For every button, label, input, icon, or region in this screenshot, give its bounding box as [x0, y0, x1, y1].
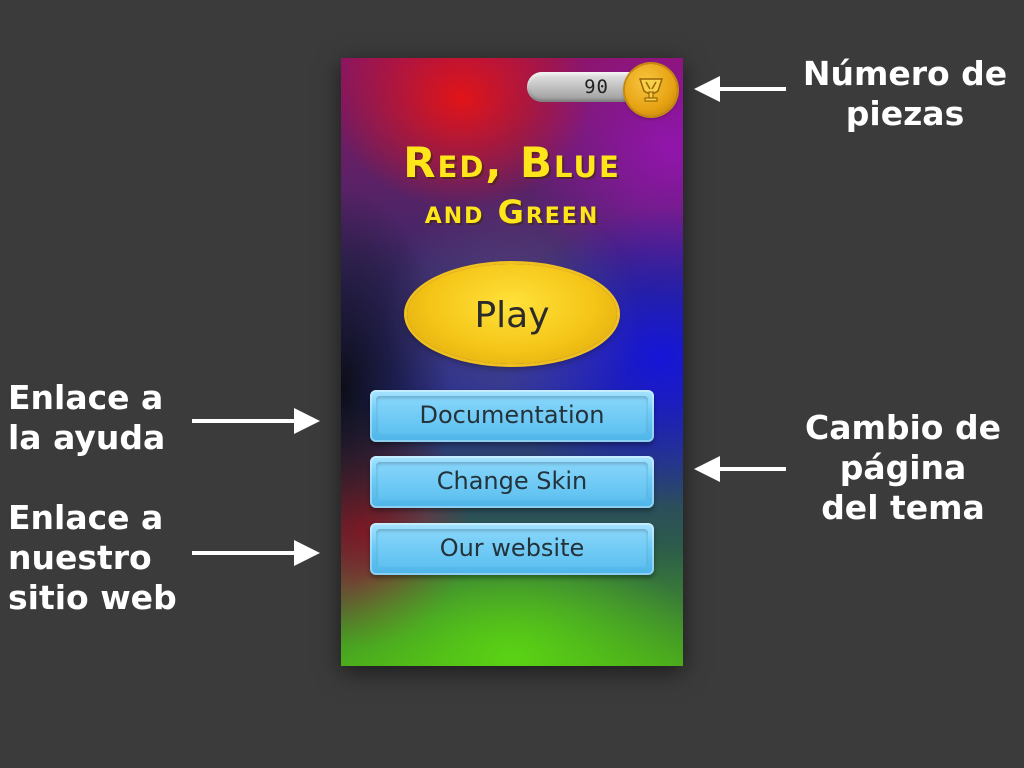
annotation-coin-line2: piezas	[845, 94, 965, 133]
game-screen: 90 Red, Blue and Green Play Documentatio…	[341, 58, 683, 666]
play-button[interactable]: Play	[407, 264, 617, 364]
documentation-button-face[interactable]: Documentation	[376, 396, 648, 434]
annotation-skin-line3: del tema	[821, 488, 985, 527]
documentation-button-label: Documentation	[419, 401, 605, 429]
arrow-left-icon	[694, 76, 786, 102]
annotation-website-line1: Enlace a	[8, 498, 164, 537]
change-skin-button-face[interactable]: Change Skin	[376, 462, 648, 500]
arrow-right-icon	[192, 408, 320, 434]
change-skin-button[interactable]: Change Skin	[370, 456, 654, 508]
annotation-coin-line1: Número de	[802, 54, 1008, 93]
arrow-left-icon	[694, 456, 786, 482]
annotation-skin-line2: página	[839, 448, 967, 487]
website-button[interactable]: Our website	[370, 523, 654, 575]
annotation-help-line1: Enlace a	[8, 378, 164, 417]
coin-count: 90	[584, 76, 609, 98]
annotation-website-line2: nuestro	[8, 538, 152, 577]
annotation-change-skin: Cambio de página del tema	[796, 408, 1010, 528]
play-button-label: Play	[474, 294, 550, 336]
change-skin-button-label: Change Skin	[436, 467, 588, 495]
annotation-help-link: Enlace a la ayuda	[8, 378, 178, 458]
annotation-website-link: Enlace a nuestro sitio web	[8, 498, 188, 618]
website-button-face[interactable]: Our website	[376, 529, 648, 567]
website-button-label: Our website	[439, 534, 585, 562]
annotation-coin-count: Número de piezas	[800, 54, 1010, 134]
annotation-website-line3: sitio web	[8, 578, 177, 617]
arrow-right-icon	[192, 540, 320, 566]
documentation-button[interactable]: Documentation	[370, 390, 654, 442]
annotation-skin-line1: Cambio de	[805, 408, 1001, 447]
annotation-help-line2: la ayuda	[8, 418, 166, 457]
trophy-coin-icon	[625, 64, 677, 116]
game-title-line1: Red, Blue	[403, 138, 621, 187]
game-title-line2: and Green	[424, 193, 600, 231]
